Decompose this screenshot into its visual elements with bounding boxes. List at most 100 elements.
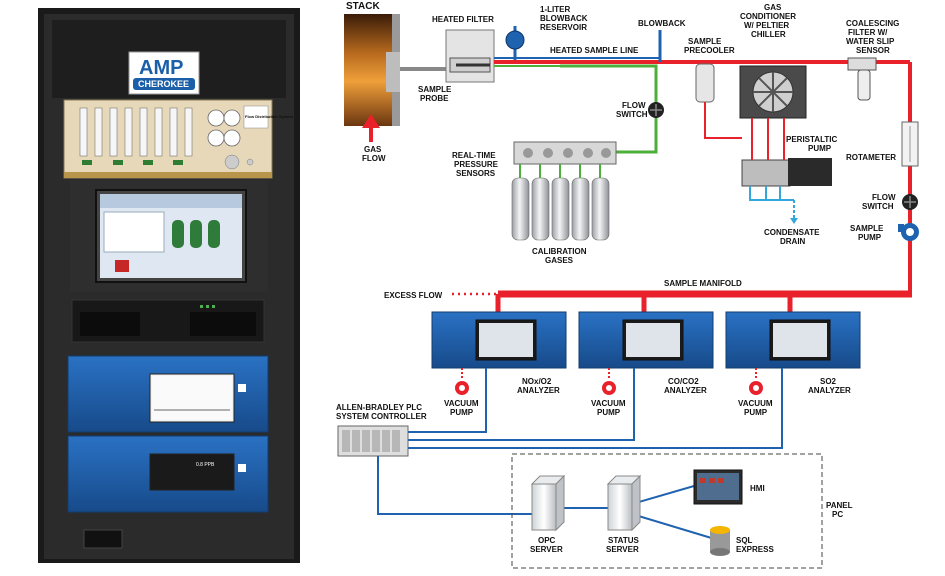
sample-probe [400,29,495,83]
excess-flow-label: EXCESS FLOW [384,291,443,300]
opc-label-2: SERVER [530,545,563,554]
flow-switch-icon [648,102,664,118]
coalescing-label-2: FILTER W/ [848,28,888,37]
analyzer-co-label-2: ANALYZER [664,386,707,395]
reservoir-label-1: 1-LITER [540,5,570,14]
calibration-label-1: CALIBRATION [532,247,587,256]
sql-label-2: EXPRESS [736,545,774,554]
hmi-monitor-icon [693,469,743,505]
conditioner-label-1: GAS [764,3,782,12]
analyzer-co-label-1: CO/CO2 [668,377,699,386]
coalescing-filter [847,57,877,101]
vacuum-2-label-1: VACUUM [591,399,626,408]
vacuum-1-label-1: VACUUM [444,399,479,408]
flow-switch2-label-2: SWITCH [862,202,894,211]
analyzer-nox-label-2: ANALYZER [517,386,560,395]
gas-flow-label-1: GAS [364,145,382,154]
panel-pc-label-2: PC [832,510,843,519]
stack [344,14,400,126]
vacuum-3-label-2: PUMP [744,408,768,417]
rack-analyzer-2: 0.8 PPB [67,435,269,513]
coalescing-label-1: COALESCING [846,19,899,28]
ups-unit [71,299,265,343]
sample-pump-label-1: SAMPLE [850,224,884,233]
hmi-label: HMI [750,484,765,493]
status-label-1: STATUS [608,536,639,545]
condensate-drain-lines [749,186,798,224]
plc-controller [337,425,409,457]
analyzer-screen-value: 0.8 PPB [196,462,215,468]
vacuum-pump-3-icon [749,368,763,395]
coalescing-label-3: WATER SLIP [846,37,895,46]
calibration-label-2: GASES [545,256,574,265]
rotameter [901,121,919,167]
conditioner-label-3: W/ PELTIER [744,21,789,30]
coalescing-label-4: SENSOR [856,46,890,55]
reservoir-label-2: BLOWBACK [540,14,588,23]
stack-label: STACK [346,1,380,12]
heated-sample-line-label: HEATED SAMPLE LINE [550,46,639,55]
flow-switch-2-icon [902,194,918,210]
panel-text: Flow Distribution System [245,114,293,119]
opc-label-1: OPC [538,536,556,545]
rotameter-label: ROTAMETER [846,153,896,162]
vacuum-1-label-2: PUMP [450,408,474,417]
analyzer-so2 [725,311,861,369]
sample-probe-label-2: PROBE [420,94,449,103]
pressure-label-3: SENSORS [456,169,496,178]
conditioner-label-2: CONDITIONER [740,12,796,21]
opc-server-icon [530,474,566,532]
logo-amp-text: AMP [139,57,183,79]
calibration-gas-cylinders [511,164,610,241]
flow-switch-label-1: FLOW [622,101,646,110]
precooler-label-1: SAMPLE [688,37,722,46]
heated-filter-label: HEATED FILTER [432,15,494,24]
vacuum-2-label-2: PUMP [597,408,621,417]
panel-pc-box [511,453,823,569]
vacuum-3-label-1: VACUUM [738,399,773,408]
heated-sample-line [494,57,910,67]
flow-distribution-panel: Flow Distribution System [63,99,293,179]
status-label-2: SERVER [606,545,639,554]
precooler-label-2: PRECOOLER [684,46,735,55]
analyzer-so2-label-2: ANALYZER [808,386,851,395]
sample-pump-label-2: PUMP [858,233,882,242]
gas-flow-label-2: FLOW [362,154,386,163]
touchscreen-panel [70,180,268,292]
equipment-cabinet: AMP CHEROKEE Flow Distribution System [38,8,300,563]
sql-label-1: SQL [736,536,753,545]
plc-label-1: ALLEN-BRADLEY PLC [336,403,422,412]
analyzer-nox [431,311,567,369]
peristaltic-label-1: PERISTALTIC [786,135,837,144]
sample-manifold [452,290,912,312]
sample-manifold-label: SAMPLE MANIFOLD [664,279,742,288]
flow-switch-label-2: SWITCH [616,110,648,119]
condensate-label-1: CONDENSATE [764,228,820,237]
condensate-label-2: DRAIN [780,237,806,246]
reservoir-label-3: RESERVOIR [540,23,587,32]
analyzer-so2-label-1: SO2 [820,377,837,386]
communication-lines [377,368,783,541]
amp-cherokee-logo: AMP CHEROKEE [128,51,200,95]
analyzer-nox-label-1: NOx/O2 [522,377,552,386]
sql-database-icon [710,526,730,556]
pressure-sensors-manifold [513,141,617,165]
vacuum-pump-1-icon [455,368,469,395]
logo-cherokee-text: CHEROKEE [138,79,189,89]
gas-flow-arrow-icon [362,114,380,142]
gas-conditioner [739,65,807,119]
peristaltic-label-2: PUMP [808,144,832,153]
pressure-label-1: REAL-TIME [452,151,496,160]
sample-pump-icon [898,223,919,241]
panel-pc-label-1: PANEL [826,501,853,510]
rack-analyzer-1 [67,355,269,433]
conditioner-label-4: CHILLER [751,30,786,39]
blowback-label: BLOWBACK [638,19,686,28]
flow-switch2-label-1: FLOW [872,193,896,202]
analyzer-co [578,311,714,369]
peristaltic-pump [741,118,832,187]
sample-probe-label-1: SAMPLE [418,85,452,94]
blowback-reservoir-icon [505,26,525,60]
pressure-label-2: PRESSURE [454,160,499,169]
